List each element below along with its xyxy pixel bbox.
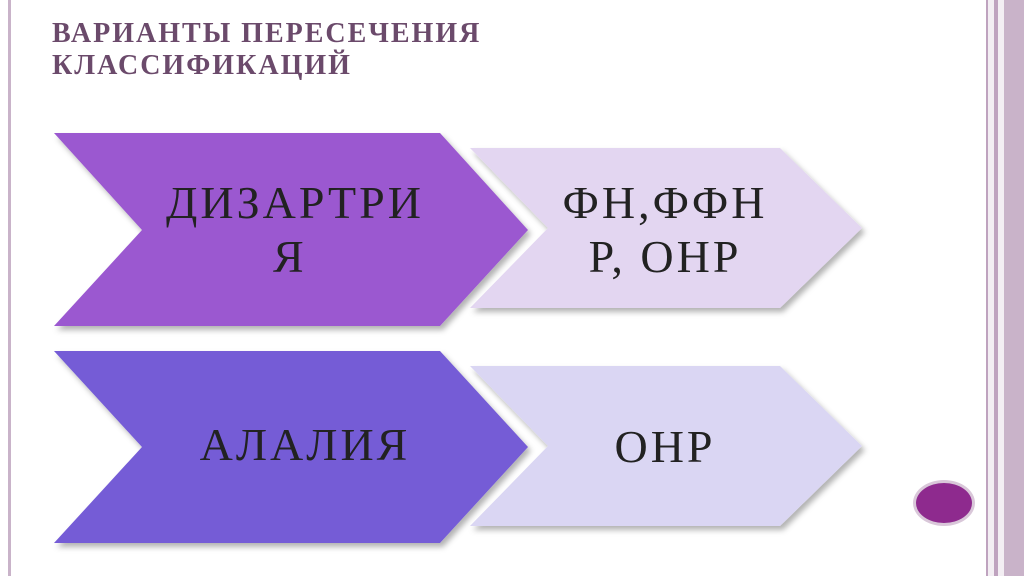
row1-secondary-line-2: Р, ОНР [588,231,742,282]
right-frame-line-2 [994,0,998,576]
row2-secondary-label: ОНР [560,420,770,474]
chevron-row1-secondary [470,148,862,308]
row2-primary-text: АЛАЛИЯ [199,419,411,470]
right-frame-line-3 [1004,0,1024,576]
slide-title: ВАРИАНТЫ ПЕРЕСЕЧЕНИЯ КЛАССИФИКАЦИЙ [52,18,752,82]
row2-primary-label: АЛАЛИЯ [140,418,470,472]
row2-secondary-text: ОНР [614,421,716,472]
slide-title-line-1: ВАРИАНТЫ ПЕРЕСЕЧЕНИЯ [52,18,482,49]
row1-primary-line-2: Я [273,231,307,282]
slide-title-line-2: КЛАССИФИКАЦИЙ [52,50,352,81]
row1-primary-label: ДИЗАРТРИ Я [140,176,450,284]
chevron-row2-secondary [470,366,862,526]
row1-secondary-label: ФН,ФФН Р, ОНР [540,176,790,284]
slide-nav-button[interactable] [913,480,975,526]
chevron-row1-primary [54,133,528,326]
right-frame-line-1 [986,0,988,576]
chevron-row2-primary [54,351,528,543]
row1-secondary-line-1: ФН,ФФН [562,177,768,228]
row1-primary-line-1: ДИЗАРТРИ [166,177,424,228]
left-frame-line [8,0,11,576]
